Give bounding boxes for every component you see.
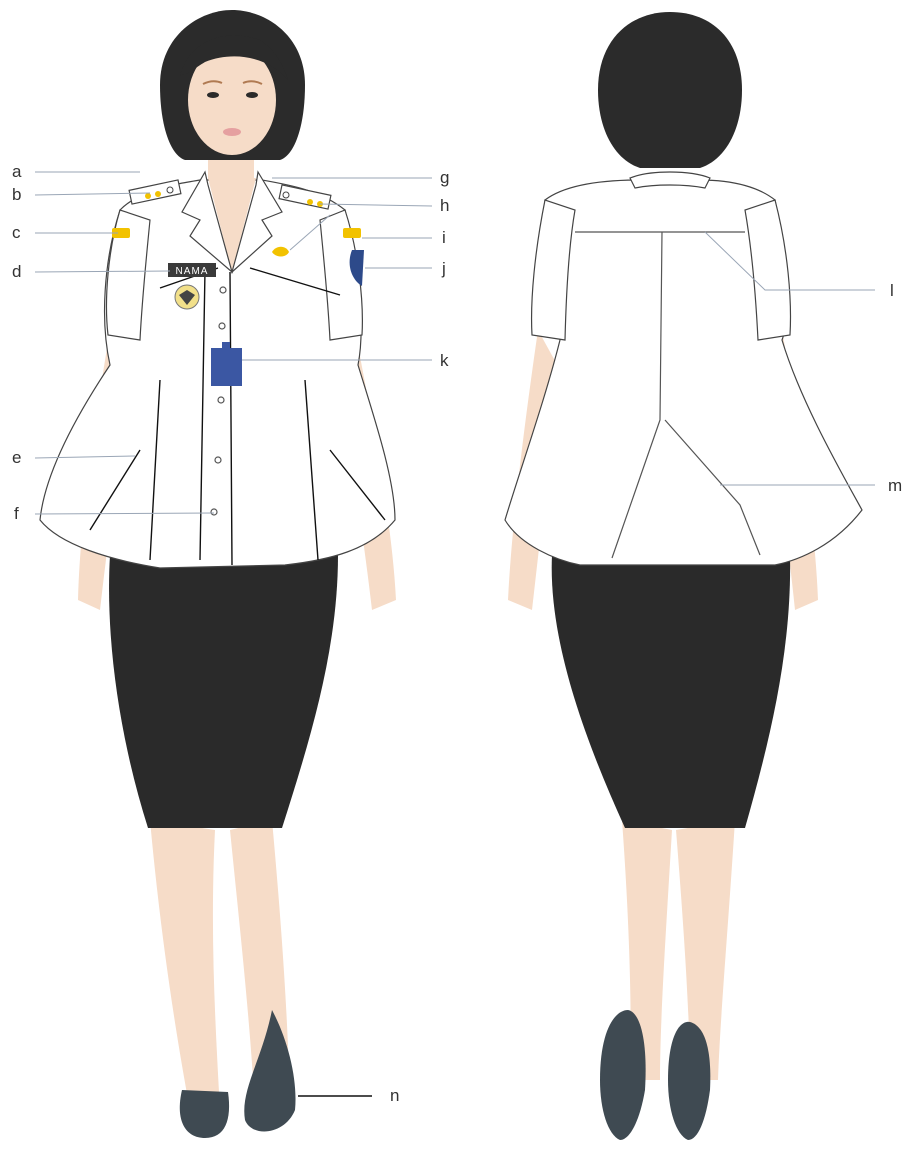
label-m: m: [888, 476, 902, 495]
back-collar: [630, 172, 710, 188]
back-hair: [598, 12, 742, 168]
back-figure: [505, 12, 862, 1140]
front-right-sleeve-patch: [343, 228, 361, 238]
front-right-eye: [246, 92, 258, 98]
front-right-epaulette-stripe: [307, 199, 313, 205]
label-k: k: [440, 351, 449, 370]
back-left-shoe: [600, 1010, 646, 1140]
front-skirt: [109, 555, 338, 828]
label-h: h: [440, 196, 449, 215]
label-l: l: [890, 281, 894, 300]
front-left-epaulette-button: [167, 187, 173, 193]
label-f: f: [14, 504, 19, 523]
label-e: e: [12, 448, 21, 467]
name-tag-text: NAMA: [176, 266, 209, 277]
label-c: c: [12, 223, 21, 242]
front-left-epaulette-stripe-2: [155, 191, 161, 197]
front-right-epaulette-button: [283, 192, 289, 198]
label-a: a: [12, 162, 22, 181]
back-skirt: [552, 555, 790, 828]
label-b: b: [12, 185, 21, 204]
id-card: [211, 348, 242, 386]
label-i: i: [442, 228, 446, 247]
label-j: j: [441, 259, 446, 278]
front-left-epaulette-stripe: [145, 193, 151, 199]
front-lips: [223, 128, 241, 136]
front-left-shoe: [180, 1090, 229, 1138]
label-g: g: [440, 168, 449, 187]
front-left-eye: [207, 92, 219, 98]
back-right-shoe: [668, 1022, 710, 1140]
label-n: n: [390, 1086, 399, 1105]
label-d: d: [12, 262, 21, 281]
front-figure: NAMA: [40, 10, 396, 1138]
